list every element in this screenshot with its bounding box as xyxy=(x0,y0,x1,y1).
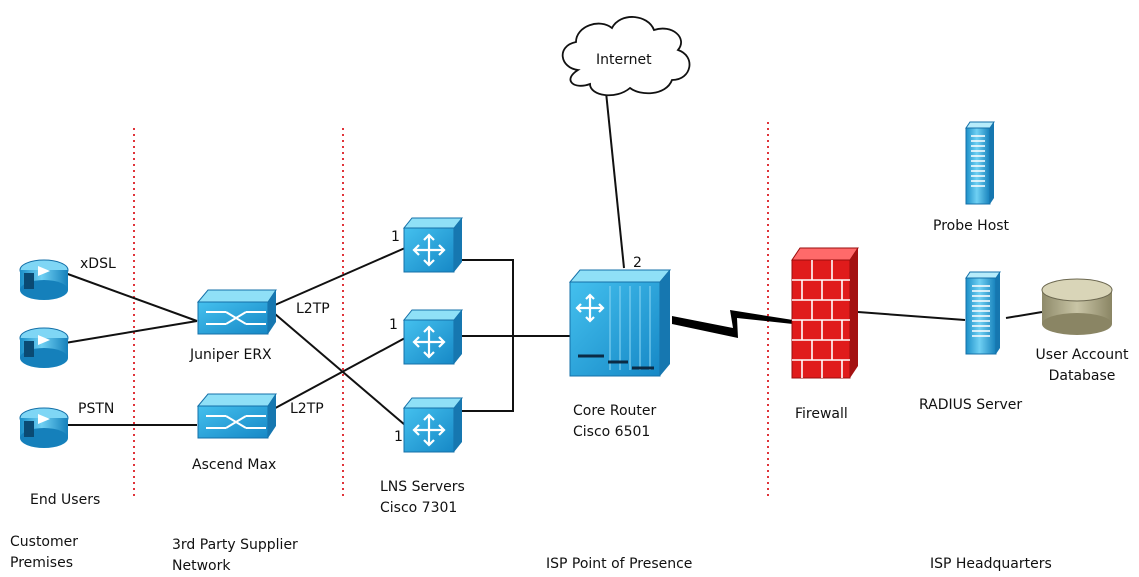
firewall-icon xyxy=(791,247,859,379)
probe-host-label: Probe Host xyxy=(933,218,1010,234)
juniper-switch-icon xyxy=(196,289,277,335)
lns-port-1: 1 xyxy=(391,229,400,245)
juniper-label: Juniper ERX xyxy=(190,347,272,363)
probe-host-server-icon xyxy=(965,121,995,205)
zone-supplier-line2: Network xyxy=(172,558,231,574)
xdsl-label: xDSL xyxy=(80,256,116,272)
lns-servers-label: LNS Servers Cisco 7301 xyxy=(380,477,465,519)
lns-port-3: 1 xyxy=(394,429,403,445)
link-juniper-lns3 xyxy=(267,307,406,426)
link-xdsl-juniper xyxy=(64,272,198,322)
link-juniper-lns1 xyxy=(267,247,406,309)
link-radius-db xyxy=(1005,311,1043,319)
core-router-line1: Core Router xyxy=(573,403,657,419)
zone-isp-pop: ISP Point of Presence xyxy=(546,556,693,572)
firewall-label: Firewall xyxy=(795,406,848,422)
radius-server-label: RADIUS Server xyxy=(919,397,1023,413)
core-router-port: 2 xyxy=(633,255,642,271)
lns-line1: LNS Servers xyxy=(380,479,465,495)
link-firewall-radius xyxy=(857,311,966,321)
database-line2: Database xyxy=(1048,368,1116,384)
wan-link xyxy=(672,310,793,338)
link-modem-juniper xyxy=(64,320,198,344)
radius-server-icon xyxy=(965,271,1001,355)
link-ascend-lns2 xyxy=(267,337,406,413)
database-line1: User Account xyxy=(1035,347,1129,363)
zone-isp-hq: ISP Headquarters xyxy=(930,556,1052,572)
end-users-label: End Users xyxy=(30,492,101,508)
pstn-router-icon xyxy=(19,407,69,448)
database-label: User Account Database xyxy=(1026,345,1138,387)
internet-cloud xyxy=(561,16,691,97)
core-router-label: Core Router Cisco 6501 xyxy=(573,401,656,443)
zone-customer-line1: Customer xyxy=(10,534,79,550)
zone-customer-line2: Premises xyxy=(10,555,73,571)
lns-router-1-icon xyxy=(402,217,464,273)
zone-supplier-line1: 3rd Party Supplier xyxy=(172,537,298,553)
lns-router-3-icon xyxy=(402,397,464,453)
pstn-label: PSTN xyxy=(78,401,115,417)
database-icon xyxy=(1041,278,1113,335)
l2tp-top-label: L2TP xyxy=(296,301,330,317)
internet-label: Internet xyxy=(596,52,652,68)
zone-supplier-network: 3rd Party Supplier Network xyxy=(172,535,298,577)
ascend-label: Ascend Max xyxy=(192,457,277,473)
lns-port-2: 1 xyxy=(389,317,398,333)
xdsl-router-icon xyxy=(19,259,69,300)
link-lns3-core xyxy=(461,336,514,412)
link-core-internet xyxy=(605,91,625,269)
ascend-switch-icon xyxy=(196,393,277,439)
l2tp-bottom-label: L2TP xyxy=(290,401,324,417)
link-lns1-core xyxy=(461,259,570,337)
lns-router-2-icon xyxy=(402,309,464,365)
modem-router-icon xyxy=(19,327,69,368)
zone-customer-premises: Customer Premises xyxy=(10,532,78,574)
core-router-line2: Cisco 6501 xyxy=(573,424,651,440)
core-router-icon xyxy=(568,269,672,377)
lns-line2: Cisco 7301 xyxy=(380,500,458,516)
links xyxy=(64,91,1043,426)
